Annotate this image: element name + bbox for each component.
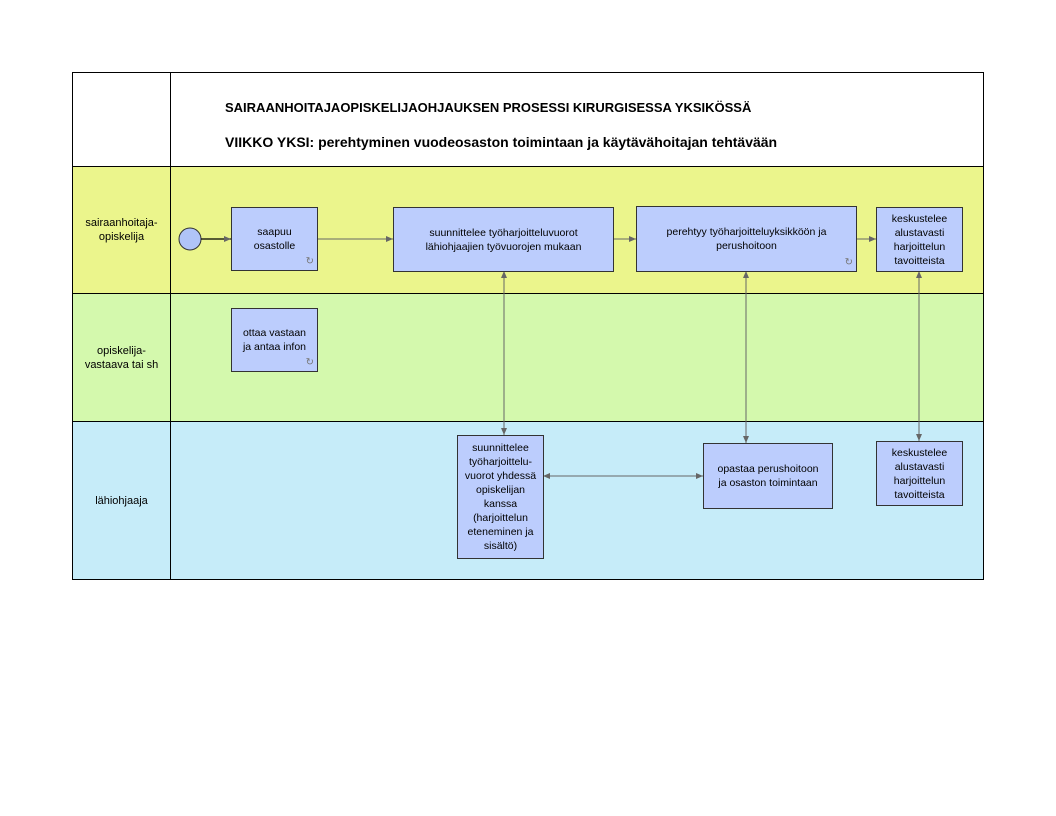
task-arrive-label: saapuu osastolle (253, 226, 296, 252)
task-plan-shifts-label: suunnittelee työharjoitteluvuorot lähioh… (425, 226, 582, 253)
process-subtitle: VIIKKO YKSI: perehtyminen vuodeosaston t… (225, 134, 778, 150)
task-arrive[interactable]: saapuu osastolle ↻ (231, 207, 318, 271)
process-title: SAIRAANHOITAJAOPISKELIJAOHJAUKSEN PROSES… (225, 100, 752, 115)
task-discuss-supervisor[interactable]: keskustelee alustavasti harjoittelun tav… (876, 441, 963, 506)
task-plan-shifts[interactable]: suunnittelee työharjoitteluvuorot lähioh… (393, 207, 614, 272)
task-guide-label: opastaa perushoitoon ja osaston toiminta… (717, 463, 819, 489)
lane-label-student: sairaanhoitaja- opiskelija (85, 217, 158, 243)
task-receive[interactable]: ottaa vastaan ja antaa infon ↻ (231, 308, 318, 372)
task-receive-label: ottaa vastaan ja antaa infon (242, 327, 307, 353)
task-orientate[interactable]: perehtyy työharjoitteluyksikköön ja peru… (636, 206, 857, 272)
task-guide[interactable]: opastaa perushoitoon ja osaston toiminta… (703, 443, 833, 509)
loop-icon: ↻ (305, 357, 314, 368)
task-plan-with-student[interactable]: suunnittelee työharjoittelu- vuorot yhde… (457, 435, 544, 559)
loop-icon: ↻ (844, 257, 853, 268)
task-discuss-student-label: keskustelee alustavasti harjoittelun tav… (891, 212, 948, 267)
label-column-divider (170, 72, 171, 580)
task-discuss-student[interactable]: keskustelee alustavasti harjoittelun tav… (876, 207, 963, 272)
lane-label-supervisor: lähiohjaaja (95, 494, 148, 507)
task-orientate-label: perehtyy työharjoitteluyksikköön ja peru… (666, 226, 827, 252)
loop-icon: ↻ (305, 256, 314, 267)
lane-label-coordinator: opiskelija- vastaava tai sh (84, 344, 159, 371)
task-plan-with-student-label: suunnittelee työharjoittelu- vuorot yhde… (464, 442, 537, 552)
start-event-icon (178, 227, 202, 251)
header-row (72, 72, 984, 167)
task-discuss-supervisor-label: keskustelee alustavasti harjoittelun tav… (891, 446, 948, 501)
